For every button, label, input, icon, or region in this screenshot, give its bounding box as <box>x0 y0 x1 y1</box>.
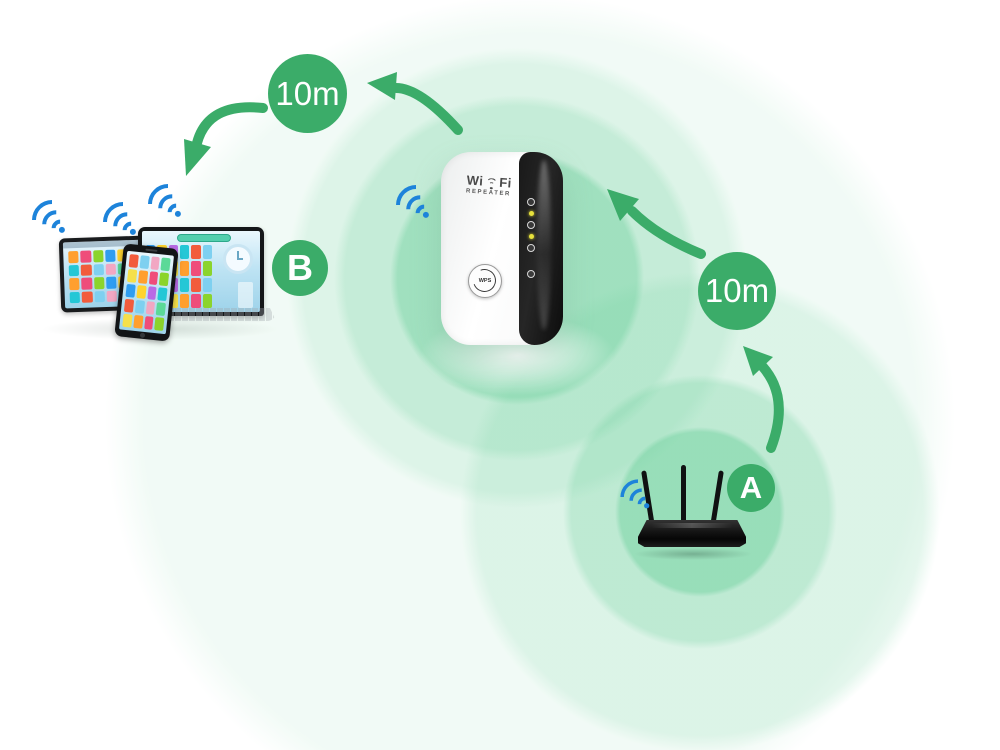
arrow-router-to-10m-right <box>743 346 784 453</box>
app-icon <box>202 245 212 260</box>
distance-badge-right-label: 10m <box>704 272 770 309</box>
point-badge-a: A <box>727 464 775 512</box>
router-shadow <box>634 548 752 560</box>
point-badge-b: B <box>272 240 328 296</box>
app-icon <box>179 293 190 308</box>
app-icon <box>202 277 212 292</box>
router-range-ring-mid <box>563 375 837 649</box>
distance-badge-top: 10m <box>268 54 347 133</box>
app-icon <box>191 261 201 276</box>
app-icon <box>191 245 201 260</box>
laptop-lcd <box>138 227 264 316</box>
router-device <box>638 520 746 547</box>
distance-badge-top-label: 10m <box>275 74 340 112</box>
wifi-repeater-device: Wi Fi REPEATER WPS <box>441 152 563 345</box>
laptop-searchbar <box>177 234 232 242</box>
lan-led-icon <box>527 270 535 278</box>
app-icon <box>202 293 212 308</box>
app-icon <box>179 245 190 260</box>
clock-widget-icon <box>223 244 253 274</box>
point-badge-b-label: B <box>287 247 313 288</box>
app-icon <box>191 277 201 292</box>
app-icon <box>168 293 178 308</box>
power-led-icon <box>527 198 535 206</box>
wps-button: WPS <box>468 264 502 298</box>
arrow-10m-right-to-repeater <box>607 189 706 259</box>
arrow-10m-top-to-devices <box>184 102 268 176</box>
app-icon <box>179 261 190 276</box>
app-icon <box>191 293 201 308</box>
laptop-side-widget <box>238 282 253 308</box>
router-antenna-middle <box>681 465 686 527</box>
app-icon <box>202 261 212 276</box>
distance-badge-right: 10m <box>698 252 776 330</box>
status-led-yellow-2 <box>528 234 534 239</box>
point-badge-a-label: A <box>739 470 763 505</box>
status-led-yellow-1 <box>528 211 534 216</box>
repeater-side-panel <box>519 152 563 345</box>
repeater-led-column <box>527 198 535 278</box>
wifi-led-icon <box>527 221 535 229</box>
signal-led-icon <box>527 244 535 252</box>
app-icon <box>179 277 190 292</box>
arrow-repeater-to-10m-top <box>367 72 463 135</box>
router-range-ring-inner <box>615 427 785 597</box>
wps-button-label: WPS <box>478 278 492 284</box>
